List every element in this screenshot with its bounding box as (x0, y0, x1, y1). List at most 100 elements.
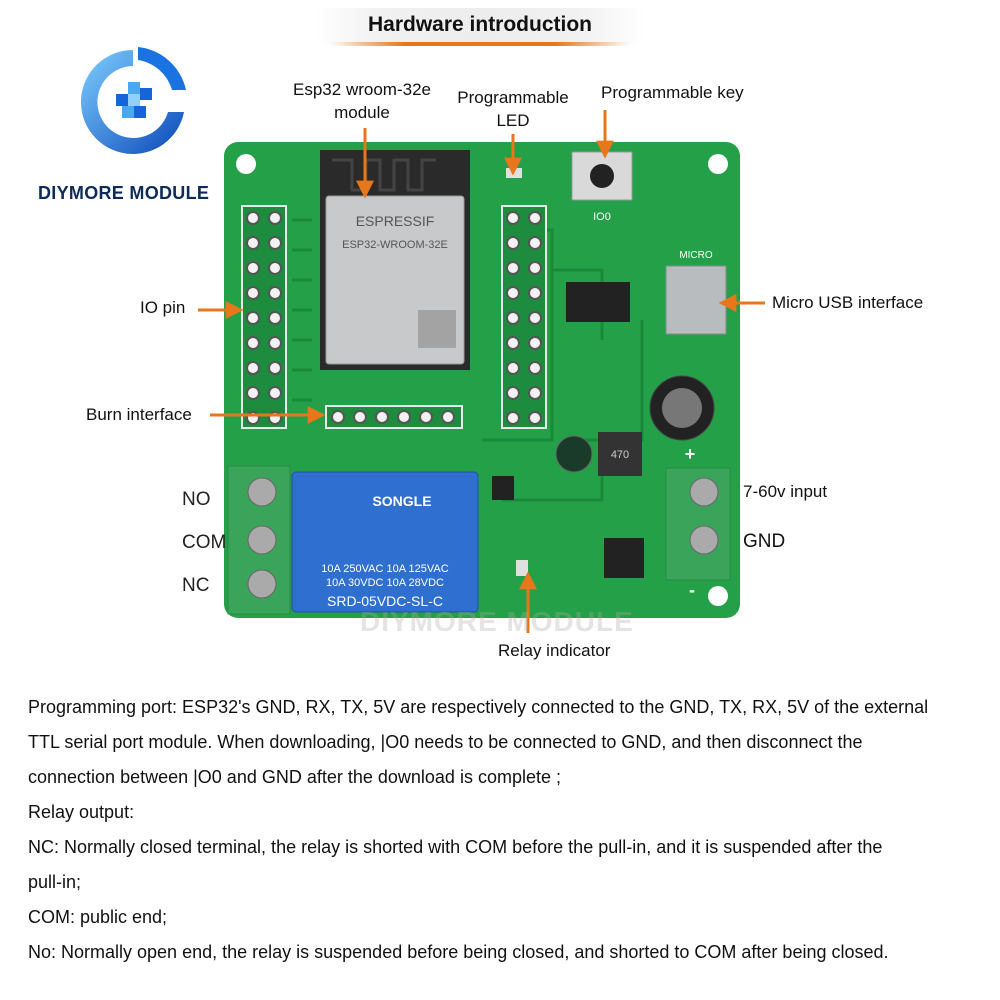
transistor (492, 476, 514, 500)
relay (291, 471, 479, 613)
callout-led: Programmable LED (445, 86, 581, 132)
relay-rating-2: 10A 30VDC 10A 28VDC (326, 577, 444, 589)
inductor (598, 432, 642, 476)
screw-nc (247, 569, 277, 599)
usb-label: MICRO (679, 250, 713, 261)
page-title: Hardware introduction (367, 13, 593, 36)
header-background (315, 8, 645, 44)
note-line: TTL serial port module. When downloading… (28, 732, 863, 752)
header-underline (330, 42, 630, 46)
relay-indicator-led (516, 560, 528, 576)
callout-burn: Burn interface (86, 405, 192, 424)
screw-gnd (689, 525, 719, 555)
header-pin (268, 411, 282, 425)
relay-rating-1: 10A 250VAC 10A 125VAC (321, 563, 448, 575)
callout-esp32-line2: module (334, 103, 390, 122)
callout-key: Programmable key (601, 83, 744, 102)
callout-power: 7-60v input (743, 482, 828, 501)
header-pin (528, 261, 542, 275)
note-line: No: Normally open end, the relay is susp… (28, 942, 889, 962)
callout-led-line1: Programmable (457, 88, 569, 107)
header-pin (246, 261, 260, 275)
header-pin (506, 336, 520, 350)
header-pin (268, 286, 282, 300)
note-line: Programming port: ESP32's GND, RX, TX, 5… (28, 697, 929, 717)
watermark: DIYMORE MODULE (360, 606, 634, 637)
relay-brand: SONGLE (372, 493, 431, 509)
terminal-com: COM (182, 532, 227, 553)
qr-code (418, 310, 456, 348)
note-line: pull-in; (28, 872, 82, 892)
burn-pin (331, 410, 345, 424)
header-pin (528, 311, 542, 325)
burn-pin (375, 410, 389, 424)
header-pin (268, 386, 282, 400)
header-pin (506, 261, 520, 275)
header-pin (506, 286, 520, 300)
header-pin (506, 411, 520, 425)
micro-usb-connector (665, 265, 727, 335)
header-pin (528, 236, 542, 250)
burn-pin (353, 410, 367, 424)
header-pin (246, 311, 260, 325)
note-line: COM: public end; (28, 907, 168, 927)
header-pin (268, 311, 282, 325)
notes-section: Programming port: ESP32's GND, RX, TX, 5… (28, 690, 978, 970)
header-pin (528, 411, 542, 425)
driver-ic (604, 538, 644, 578)
burn-pin (419, 410, 433, 424)
mount-hole (708, 154, 728, 174)
callout-usb: Micro USB interface (772, 293, 924, 312)
note-line: NC: Normally closed terminal, the relay … (28, 837, 883, 857)
plus-sign: + (685, 444, 696, 464)
module-brand: ESPRESSIF (356, 213, 435, 229)
header-pin (246, 236, 260, 250)
header-pin (268, 361, 282, 375)
header-pin (268, 236, 282, 250)
header-pin (528, 336, 542, 350)
header-pin (246, 286, 260, 300)
terminal-no: NO (182, 489, 211, 510)
header-pin (268, 336, 282, 350)
callout-esp32: Esp32 wroom-32e module (282, 78, 442, 124)
key-button (590, 164, 614, 188)
header-pin (506, 211, 520, 225)
header-pin (528, 361, 542, 375)
inductor-label: 470 (611, 449, 629, 461)
callout-esp32-line1: Esp32 wroom-32e (293, 80, 431, 99)
header-pin (528, 386, 542, 400)
screw-no (247, 477, 277, 507)
callout-gnd: GND (743, 531, 786, 552)
minus-sign: - (689, 580, 695, 600)
header-pin (246, 386, 260, 400)
key-label: IO0 (593, 211, 611, 223)
brand-logo (80, 47, 186, 154)
note-line: connection between |O0 and GND after the… (28, 767, 561, 787)
voltage-regulator (566, 282, 630, 322)
header-pin (246, 211, 260, 225)
note-line: Relay output: (28, 802, 135, 822)
module-model: ESP32-WROOM-32E (342, 239, 448, 251)
programmable-led (506, 168, 522, 178)
header-pin (246, 411, 260, 425)
relay-model: SRD-05VDC-SL-C (327, 593, 443, 609)
header-pin (246, 361, 260, 375)
header-pin (506, 361, 520, 375)
terminal-nc: NC (182, 575, 210, 596)
screw-power (689, 477, 719, 507)
callout-led-line2: LED (496, 111, 530, 130)
callout-io: IO pin (140, 298, 186, 317)
header-pin (246, 336, 260, 350)
header-pin (528, 286, 542, 300)
burn-pin (397, 410, 411, 424)
mount-hole (236, 154, 256, 174)
brand-name: DIYMORE MODULE (38, 183, 210, 203)
burn-pin (441, 410, 455, 424)
callout-relay: Relay indicator (498, 641, 611, 660)
header-pin (506, 386, 520, 400)
pcb-board-diagram: ESPRESSIF ESP32-WROOM-32E IO0 MICRO 470 … (224, 142, 740, 618)
header-pin (528, 211, 542, 225)
small-capacitor (555, 435, 593, 473)
screw-com (247, 525, 277, 555)
header-pin (268, 211, 282, 225)
